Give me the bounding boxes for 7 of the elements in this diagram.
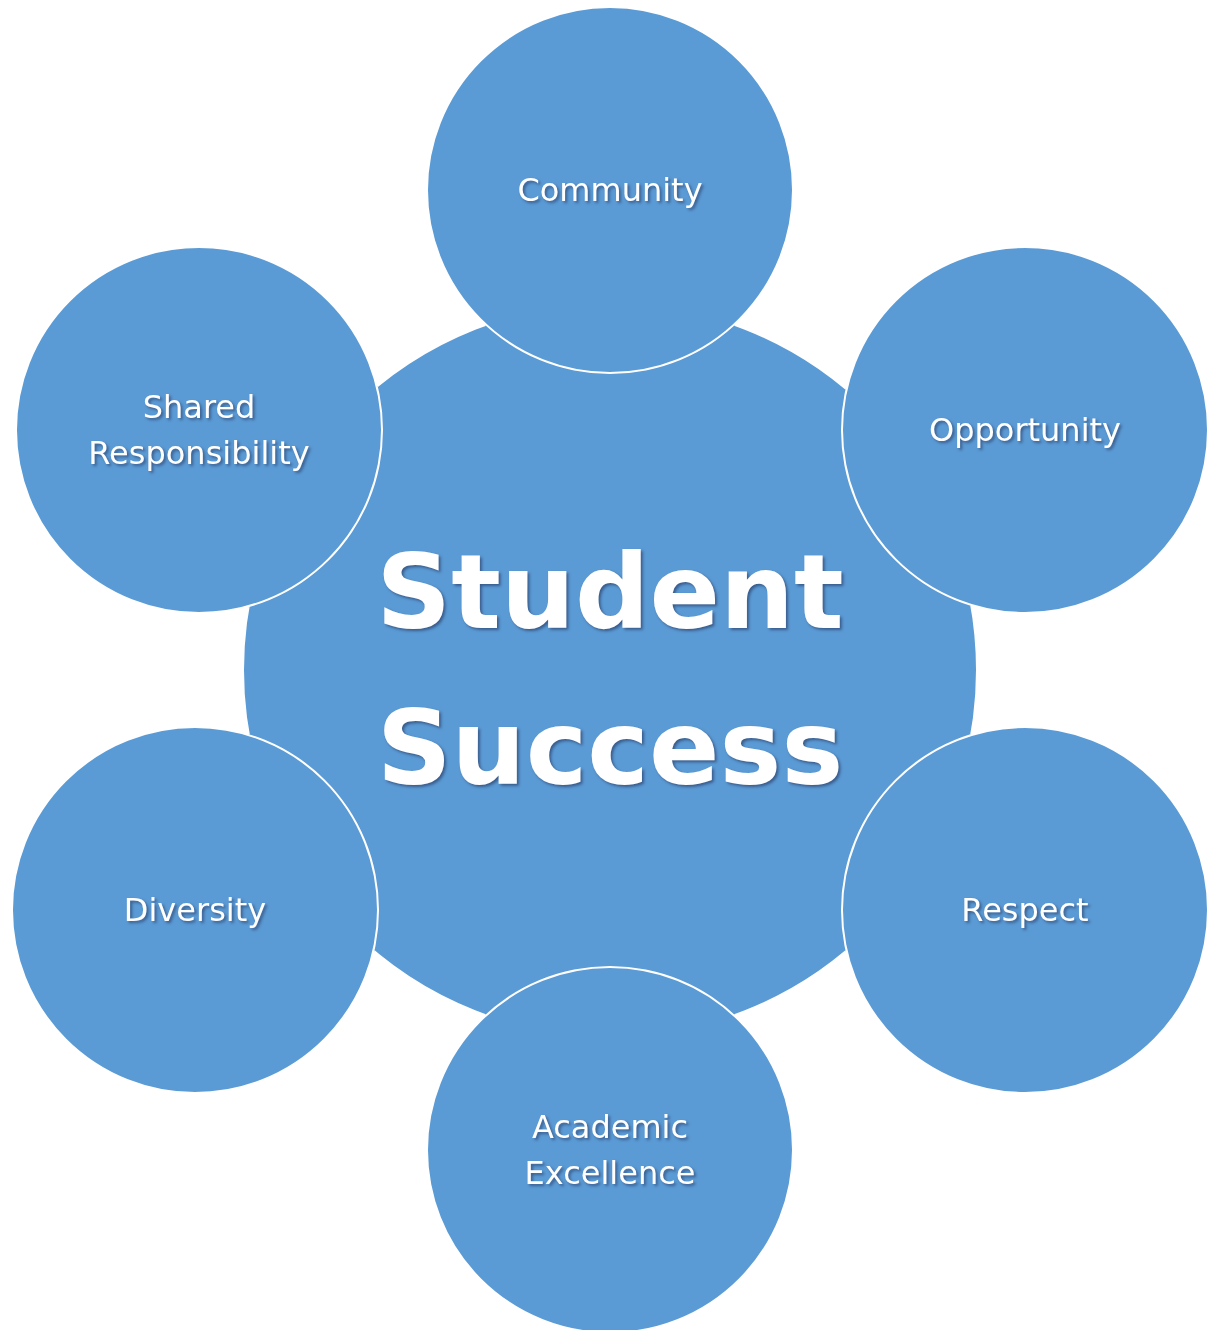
node-label: Community [516,169,704,211]
node-label: Shared Responsibility [87,386,311,474]
node-label: Respect [960,889,1090,931]
node-label: Academic Excellence [523,1106,697,1194]
node-label: Diversity [122,889,268,931]
node-label: Student Success [375,530,845,811]
node-label: Opportunity [928,409,1122,451]
